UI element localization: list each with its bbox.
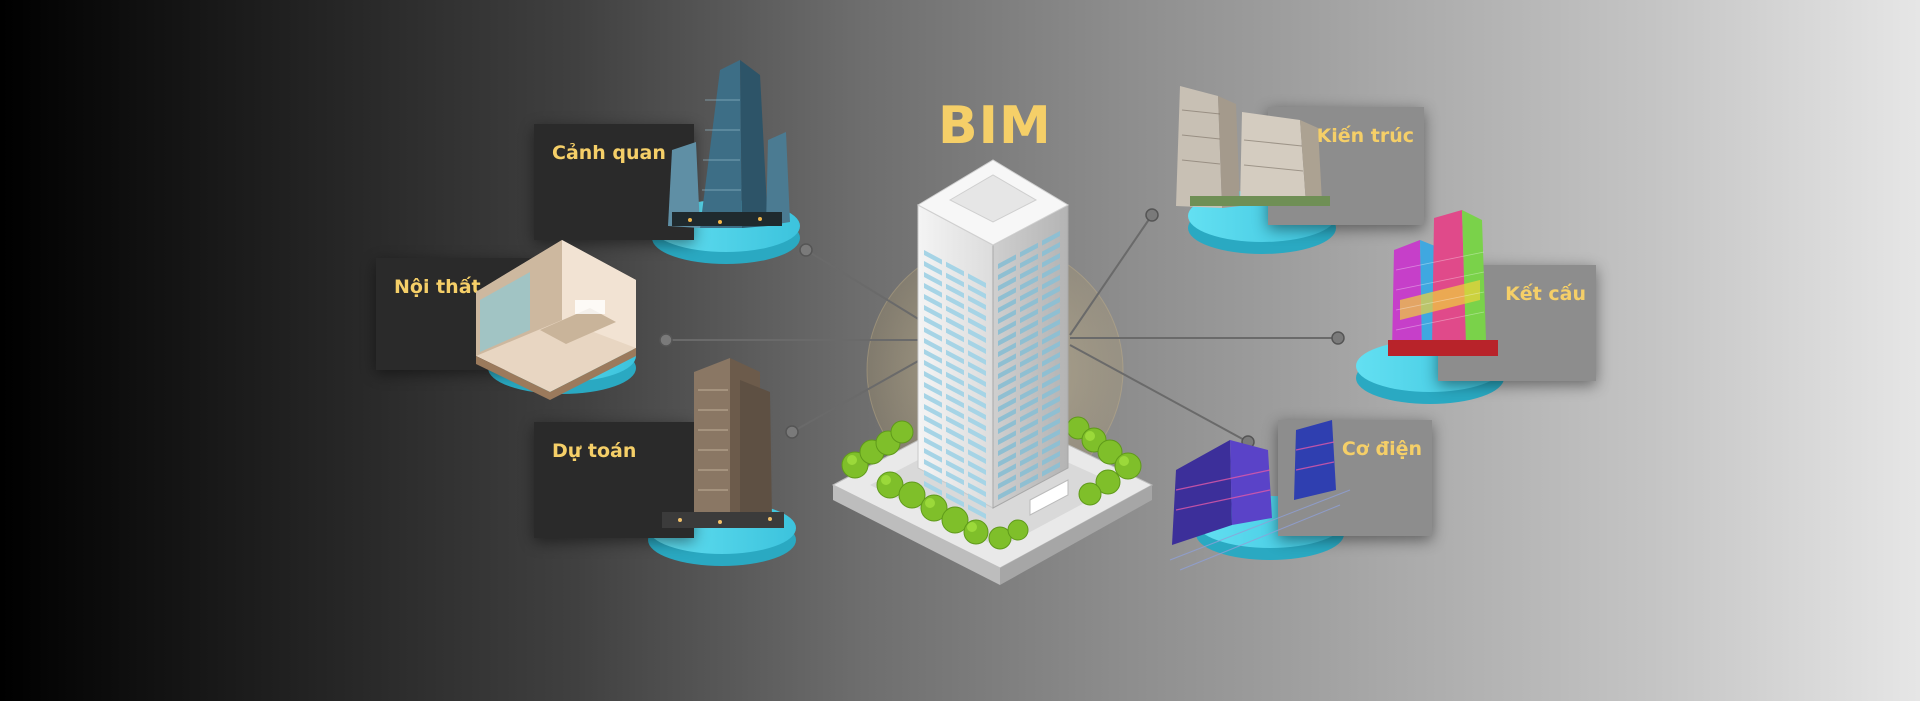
- connector-nodes: [659, 208, 1345, 449]
- thumbnail-du-toan: [662, 358, 784, 528]
- node-label: Kết cấu: [1505, 283, 1586, 305]
- node-panel-canh-quan[interactable]: Cảnh quan: [534, 124, 694, 240]
- thumbnail-kien-truc: [1176, 86, 1330, 208]
- trees: [841, 416, 1142, 550]
- node-label: Dự toán: [552, 440, 637, 462]
- node-label: Kiến trúc: [1316, 125, 1414, 147]
- thumbnail-co-dien: [1169, 420, 1351, 571]
- node-label: Nội thất: [394, 276, 481, 298]
- node-label: Cơ điện: [1341, 438, 1422, 460]
- central-tower: [916, 159, 1070, 519]
- thumbnail-noi-that: [476, 240, 636, 400]
- thumbnail-ket-cau: [1388, 210, 1498, 356]
- connector-lines: [666, 214, 1338, 443]
- thumbnail-canh-quan: [668, 60, 790, 228]
- diagram-title: BIM: [938, 96, 1052, 156]
- node-label: Cảnh quan: [552, 142, 666, 164]
